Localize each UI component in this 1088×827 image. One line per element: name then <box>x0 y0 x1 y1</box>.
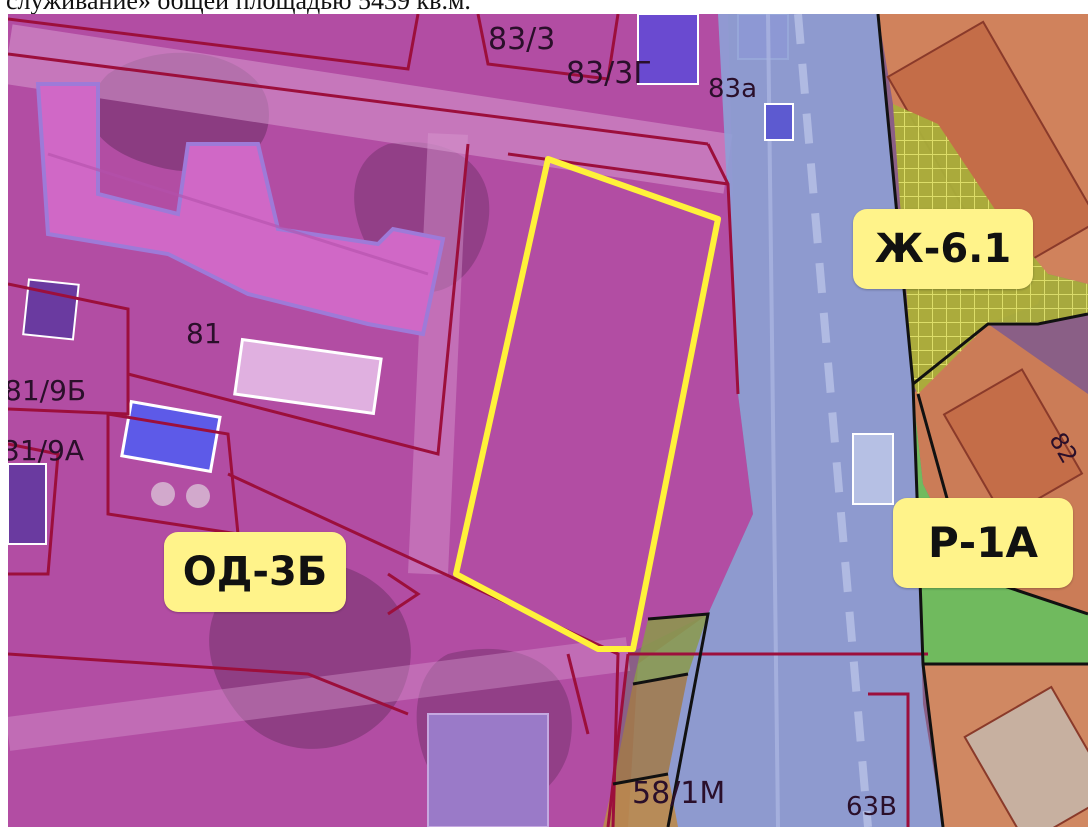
tank <box>186 484 210 508</box>
parcel-number: 58/1М <box>632 776 726 811</box>
parcel-number: 83/3 <box>488 22 556 57</box>
road-inner <box>8 637 631 751</box>
zone-hatch-small <box>633 614 708 684</box>
parcel-number: 81/9Б <box>8 374 87 407</box>
zoning-map[interactable]: 83/3 83/3Г 83а 81 81/9Б 31/9А 58/1М 63В … <box>8 14 1088 827</box>
building-top <box>637 14 699 85</box>
road-lane <box>766 14 780 827</box>
building-bottom <box>427 713 549 827</box>
parcel-borders <box>8 14 928 827</box>
map-canvas <box>8 14 1088 827</box>
zone-r1a-area <box>913 394 1088 664</box>
building-purple <box>8 463 47 545</box>
selected-parcel <box>453 156 721 652</box>
caption-strip: служивание» общей площадью 5439 кв.м. <box>0 0 1088 14</box>
tank <box>151 482 175 506</box>
road-lane <box>794 14 872 827</box>
parcel-number: 63В <box>846 792 897 822</box>
road-inner <box>408 133 468 575</box>
parcel-number: 83/3Г <box>566 56 652 91</box>
building-road <box>852 433 894 505</box>
parcel-number: 81 <box>186 317 222 350</box>
building-residential <box>942 368 1084 520</box>
building-large <box>35 82 446 337</box>
zone-label-r1a[interactable]: Р-1А <box>893 498 1073 588</box>
zone-hatch-small <box>613 674 688 784</box>
caption-text: служивание» общей площадью 5439 кв.м. <box>6 0 471 14</box>
parcel-number: 83а <box>708 74 758 104</box>
road-inner <box>8 24 733 194</box>
zone-label-zh61[interactable]: Ж-6.1 <box>853 209 1033 289</box>
building-residential <box>963 685 1088 827</box>
parcel-number: 31/9А <box>8 434 85 467</box>
zone-label-od3b[interactable]: ОД-3Б <box>164 532 346 612</box>
zone-hatch-small <box>603 774 678 827</box>
building-road <box>764 103 794 141</box>
building-81 <box>233 337 383 416</box>
